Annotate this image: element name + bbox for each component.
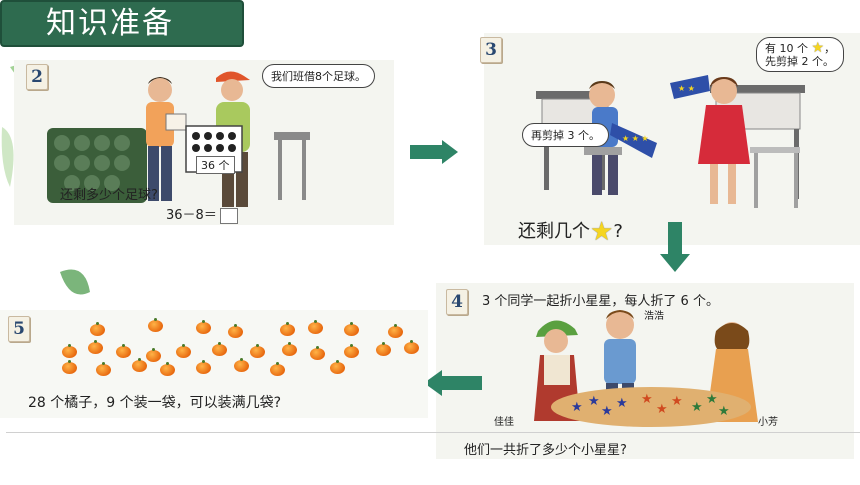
svg-text:★: ★ [601, 404, 613, 419]
svg-text:★: ★ [718, 404, 730, 419]
orange-fruit [228, 324, 243, 338]
orange-fruit [176, 344, 191, 358]
arrow-left [424, 370, 484, 396]
speech-bubble: 我们班借8个足球。 [262, 64, 375, 88]
equipment-rack [274, 132, 310, 200]
oranges-group [0, 310, 428, 380]
orange-fruit [404, 340, 419, 354]
svg-text:★ ★ ★: ★ ★ ★ [622, 134, 649, 143]
speech-line-2: 先剪掉 2 个。 [765, 55, 834, 68]
orange-fruit [344, 322, 359, 336]
orange-fruit [234, 358, 249, 372]
question-text: 28 个橘子，9 个装一袋，可以装满几袋? [28, 395, 282, 411]
svg-text:★: ★ [588, 394, 600, 409]
orange-fruit [62, 360, 77, 374]
svg-text:★: ★ [691, 400, 703, 415]
ball-rack-illustration [47, 128, 147, 203]
svg-text:★: ★ [671, 394, 683, 409]
svg-text:★ ★: ★ ★ [678, 84, 695, 93]
name-label-right: 小芳 [758, 417, 778, 428]
problem-number-badge: 2 [26, 64, 48, 90]
orange-fruit [270, 362, 285, 376]
divider [6, 432, 860, 433]
problem-panel-4: 4 3 个同学一起折小星星，每人折了 6 个。 ★★★★ ★★★ ★★★ 浩浩 … [436, 283, 854, 459]
name-label-center: 浩浩 [644, 311, 664, 322]
orange-fruit [90, 322, 105, 336]
boy-with-clipboard [146, 77, 187, 201]
problem-text: 3 个同学一起折小星星，每人折了 6 个。 [482, 294, 719, 309]
question-text: 还剩几个★? [518, 217, 623, 247]
equation-text: 36－8＝ [166, 208, 217, 223]
question-text: 还剩多少个足球? [60, 188, 158, 203]
problem-number-badge: 5 [8, 316, 30, 342]
problem-panel-5: 5 28 个橘子，9 个装一袋，可以装满几袋? [0, 310, 428, 418]
problem-panel-2: 2 36 个 我们班借8个足球。 还剩多少个足球? 36－8＝ [14, 60, 394, 225]
orange-fruit [310, 346, 325, 360]
speech-bubble-left: 再剪掉 3 个。 [522, 123, 609, 147]
question-mark: ? [613, 221, 623, 242]
orange-fruit [282, 342, 297, 356]
orange-fruit [132, 358, 147, 372]
star-icon: ★ [811, 40, 825, 56]
speech-bubble-right: 有 10 个 ★， 先剪掉 2 个。 [756, 37, 845, 72]
orange-fruit [212, 342, 227, 356]
arrow-right [410, 140, 458, 164]
question-text: 他们一共折了多少个小星星? [464, 443, 627, 458]
svg-text:★: ★ [571, 400, 583, 415]
svg-text:★: ★ [641, 392, 653, 407]
orange-fruit [250, 344, 265, 358]
name-label-left: 佳佳 [494, 417, 514, 428]
orange-fruit [376, 342, 391, 356]
svg-text:★: ★ [706, 392, 718, 407]
arrow-down [660, 222, 690, 274]
problem-number-badge: 3 [480, 37, 502, 63]
question-main: 还剩几个 [518, 221, 590, 242]
answer-box [219, 207, 238, 224]
section-title-banner: 知识准备 [0, 0, 244, 47]
svg-text:★: ★ [656, 402, 668, 417]
orange-fruit [308, 320, 323, 334]
orange-fruit [330, 360, 345, 374]
star-icon: ★ [590, 217, 614, 247]
orange-fruit [160, 362, 175, 376]
orange-fruit [116, 344, 131, 358]
svg-text:★: ★ [616, 396, 628, 411]
orange-fruit [344, 344, 359, 358]
problem-number-badge: 4 [446, 289, 468, 315]
equation: 36－8＝ [166, 204, 238, 224]
table-with-paper-stars: ★★★★ ★★★ ★★★ [551, 387, 751, 427]
orange-fruit [62, 344, 77, 358]
orange-fruit [146, 348, 161, 362]
girl-at-desk-with-stars: ★ ★ [670, 75, 805, 208]
orange-fruit [96, 362, 111, 376]
problem-panel-3: 3 ★ ★ ★ ★ ★ 有 10 个 ★， 先剪掉 2 个。 再剪掉 3 个。 [480, 33, 860, 247]
crate-label: 36 个 [196, 156, 235, 174]
orange-fruit [196, 320, 211, 334]
orange-fruit [388, 324, 403, 338]
orange-fruit [148, 318, 163, 332]
orange-fruit [196, 360, 211, 374]
speech-line-1: 有 10 个 [765, 42, 808, 55]
orange-fruit [88, 340, 103, 354]
orange-fruit [280, 322, 295, 336]
